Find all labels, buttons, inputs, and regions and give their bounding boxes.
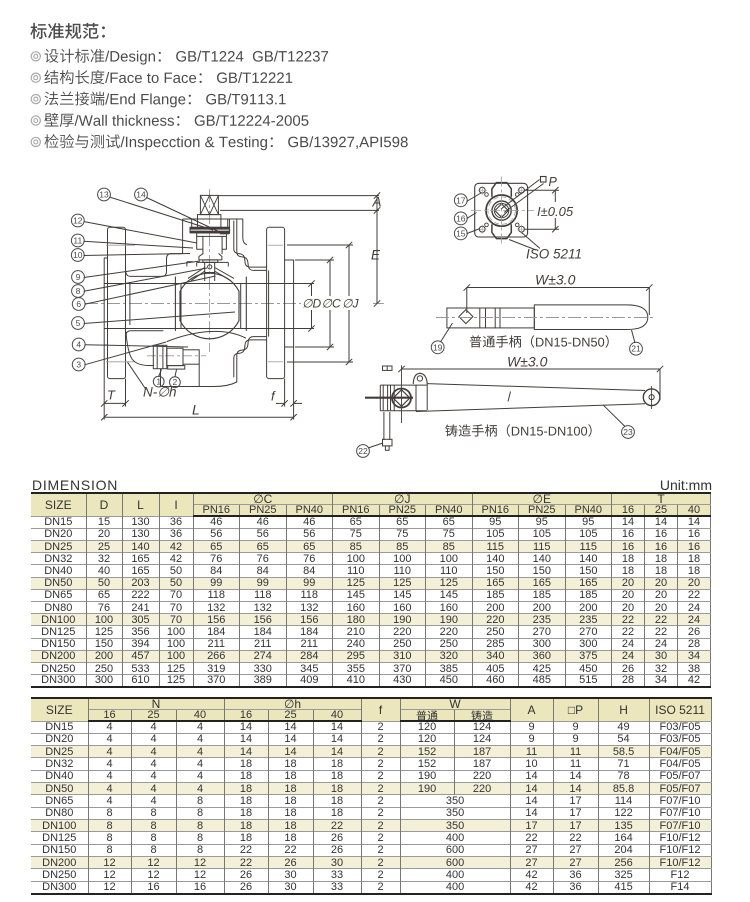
svg-text:16: 16: [456, 213, 466, 223]
svg-text:22: 22: [358, 446, 368, 456]
svg-text:21: 21: [631, 344, 641, 354]
svg-text:ISO 5211: ISO 5211: [526, 247, 582, 262]
svg-text:11: 11: [73, 236, 82, 246]
svg-text:P: P: [549, 175, 558, 189]
svg-text:W±3.0: W±3.0: [535, 272, 576, 288]
svg-text:9: 9: [76, 272, 81, 282]
svg-text:8: 8: [76, 286, 81, 296]
svg-text:E: E: [371, 248, 381, 263]
svg-text:N-∅h: N-∅h: [143, 385, 177, 400]
svg-text:4: 4: [76, 340, 81, 350]
svg-text:I±0.05: I±0.05: [537, 204, 574, 219]
svg-text:12: 12: [73, 216, 83, 226]
svg-text:A: A: [372, 195, 382, 210]
svg-text:15: 15: [456, 228, 466, 238]
svg-text:1: 1: [156, 377, 161, 387]
svg-text:2: 2: [173, 377, 178, 387]
svg-text:∅D: ∅D: [302, 297, 321, 311]
svg-text:19: 19: [433, 342, 443, 352]
svg-text:10: 10: [73, 250, 83, 260]
svg-text:23: 23: [623, 427, 633, 437]
svg-text:∅J: ∅J: [342, 297, 359, 311]
svg-text:14: 14: [136, 190, 146, 200]
svg-text:f: f: [271, 389, 276, 404]
svg-text:5: 5: [76, 318, 81, 328]
svg-text:T: T: [107, 388, 116, 403]
svg-text:L: L: [192, 402, 200, 418]
svg-text:6: 6: [76, 299, 81, 309]
svg-text:W±3.0: W±3.0: [507, 354, 548, 370]
svg-text:∅C: ∅C: [322, 297, 341, 311]
svg-text:13: 13: [99, 190, 109, 200]
svg-text:3: 3: [76, 360, 81, 370]
svg-text:17: 17: [456, 195, 466, 205]
